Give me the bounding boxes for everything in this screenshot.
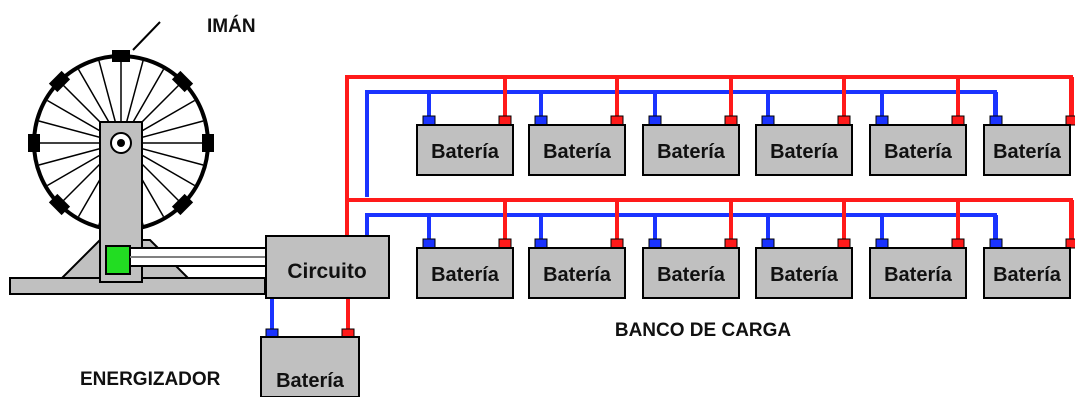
bank-battery: Batería (869, 115, 967, 176)
positive-terminal (610, 115, 624, 126)
battery-label: Batería (770, 141, 839, 163)
battery-body (528, 124, 626, 176)
magnet-block (48, 70, 71, 93)
magnet-block (48, 193, 71, 216)
battery-body (983, 124, 1071, 176)
positive-terminal (951, 115, 965, 126)
bank-battery: Batería (983, 115, 1075, 176)
bank-battery: Batería (869, 238, 967, 299)
negative-terminal (648, 115, 662, 126)
magnet-label: IMÁN (207, 15, 256, 37)
negative-terminal (534, 115, 548, 126)
bank-battery: Batería (416, 238, 514, 299)
circuit-label: Circuito (287, 260, 366, 283)
pickup-coil (105, 245, 131, 275)
negative-terminal (648, 238, 662, 249)
bank-battery: Batería (416, 115, 514, 176)
battery-body (755, 124, 853, 176)
bank-wiring (270, 75, 1074, 331)
magnet-block (171, 70, 194, 93)
bank-battery: Batería (642, 238, 740, 299)
battery-label: Batería (657, 264, 726, 286)
negative-terminal (761, 238, 775, 249)
wheel-generator (9, 21, 268, 295)
bank-battery: Batería (528, 115, 626, 176)
negative-wire-row-2 (365, 213, 997, 241)
positive-terminal (1065, 238, 1075, 249)
positive-terminal (837, 238, 851, 249)
battery-label: Batería (884, 141, 953, 163)
magnet-block (202, 134, 214, 152)
negative-terminal (989, 115, 1003, 126)
negative-terminal (422, 115, 436, 126)
bank-battery: Batería (755, 115, 853, 176)
positive-terminal (724, 115, 738, 126)
battery-body (416, 247, 514, 299)
positive-terminal (1065, 115, 1075, 126)
battery-label: Batería (431, 141, 500, 163)
positive-terminal (498, 238, 512, 249)
positive-terminal (837, 115, 851, 126)
battery-body (642, 247, 740, 299)
circuit-box: Circuito (265, 235, 390, 299)
positive-terminal (610, 238, 624, 249)
negative-terminal (761, 115, 775, 126)
battery-label: Batería (993, 141, 1062, 163)
battery-body (983, 247, 1071, 299)
battery-body (416, 124, 514, 176)
negative-terminal (534, 238, 548, 249)
battery-body (869, 247, 967, 299)
bank-battery: Batería (642, 115, 740, 176)
magnet-block (171, 193, 194, 216)
wheel-axle (117, 139, 125, 147)
positive-terminal (498, 115, 512, 126)
negative-terminal (422, 238, 436, 249)
negative-terminal (989, 238, 1003, 249)
bank-battery: Batería (983, 238, 1075, 299)
positive-terminal (724, 238, 738, 249)
battery-body (642, 124, 740, 176)
positive-terminal (951, 238, 965, 249)
battery-label: Batería (543, 264, 612, 286)
magnet-pointer-line (132, 21, 161, 51)
battery-label: Batería (993, 264, 1062, 286)
negative-terminal (875, 115, 889, 126)
battery-label: Batería (543, 141, 612, 163)
battery-body (528, 247, 626, 299)
battery-label: Batería (431, 264, 500, 286)
energizer-battery-body (260, 336, 360, 397)
energizer-battery: Batería (260, 328, 360, 397)
bank-battery: Batería (755, 238, 853, 299)
magnet-block (112, 50, 130, 62)
battery-label: Batería (657, 141, 726, 163)
battery-body (869, 124, 967, 176)
battery-label: Batería (884, 264, 953, 286)
battery-label: Batería (770, 264, 839, 286)
negative-terminal (875, 238, 889, 249)
energizer-battery-label: Batería (276, 370, 345, 392)
battery-body (755, 247, 853, 299)
load-bank-label: BANCO DE CARGA (615, 320, 792, 341)
magnet-block (28, 134, 40, 152)
energizer-label: ENERGIZADOR (80, 369, 221, 390)
bank-battery: Batería (528, 238, 626, 299)
positive-wire-row-2 (347, 198, 1073, 241)
